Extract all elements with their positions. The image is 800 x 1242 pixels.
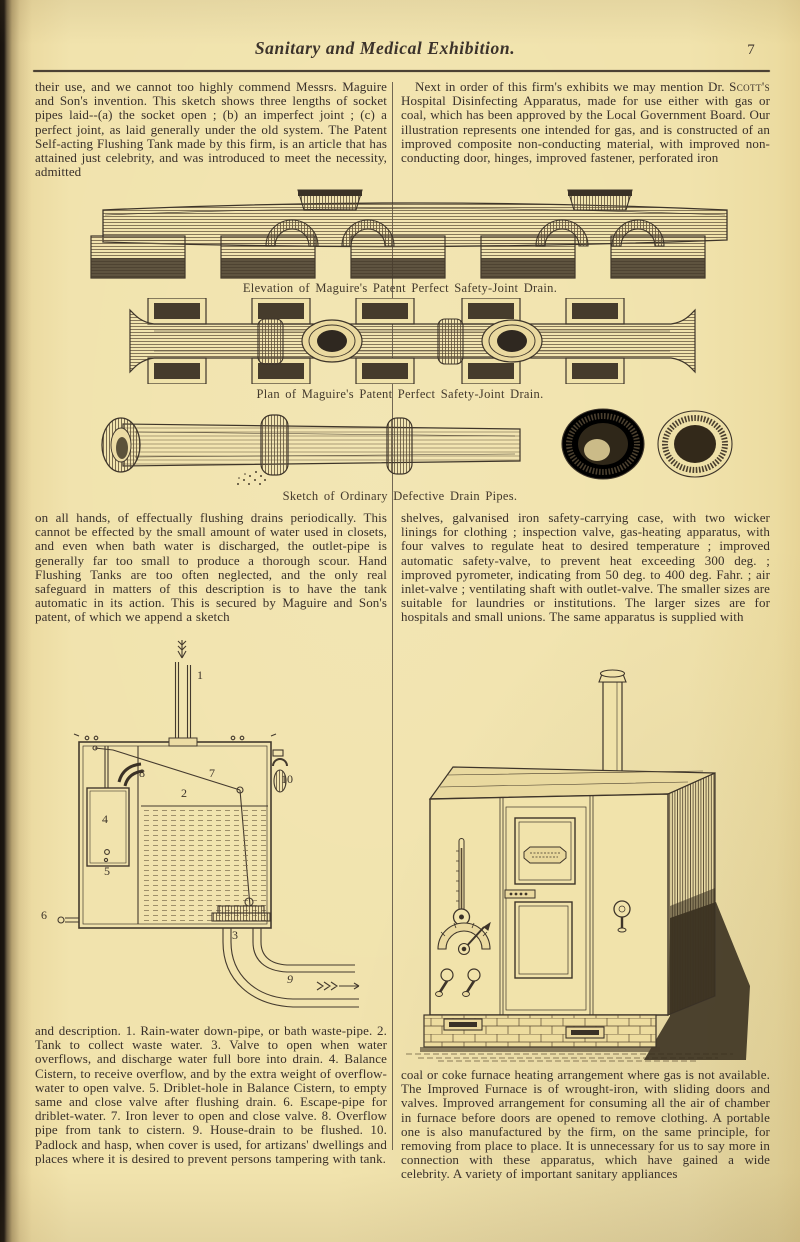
- outlet-valve: [211, 897, 271, 922]
- tank-label-7: 7: [209, 766, 215, 780]
- overflow-elbow: [117, 762, 144, 787]
- elevation-engraving: [90, 189, 728, 279]
- plan-engraving: [129, 298, 696, 384]
- tank-label-10: 10: [281, 772, 293, 786]
- tank-label-6: 6: [41, 908, 47, 922]
- header-rule: [33, 70, 770, 72]
- right-column-paragraph-2: shelves, galvanised iron safety-carrying…: [401, 510, 770, 625]
- gauge-dial-icon: [437, 921, 491, 956]
- tank-label-9: 9: [287, 972, 293, 986]
- socket-opening: [481, 319, 543, 363]
- base-blocks: [90, 235, 706, 279]
- joint-collar: [437, 318, 464, 365]
- left-column-paragraph-3: and description. 1. Rain-water down-pipe…: [35, 1023, 387, 1166]
- flow-arrow-icon: [316, 981, 360, 991]
- non-conducting-door: [504, 806, 587, 1011]
- left-column-paragraph-2: on all hands, of effectually flushing dr…: [35, 510, 387, 625]
- down-arrow-icon: [177, 640, 187, 659]
- joint-collar: [257, 318, 284, 365]
- tank-label-3: 3: [232, 928, 238, 942]
- joint-collar: [386, 417, 413, 475]
- tank-label-4: 4: [102, 812, 108, 826]
- gas-valve-handles: [435, 968, 481, 997]
- column-divider-rule: [392, 82, 394, 1150]
- padlock-icon: [272, 749, 288, 793]
- door-knob: [613, 900, 631, 933]
- joint-collar: [260, 414, 289, 476]
- pipe-end-ring: [101, 417, 141, 473]
- cabinet-front: [429, 793, 669, 1016]
- tank-label-2: 2: [181, 786, 187, 800]
- disinfecting-apparatus-engraving: [406, 669, 750, 1062]
- tank-label-8: 8: [139, 766, 145, 780]
- right-column-paragraph-3: coal or coke furnace heating arrangement…: [401, 1067, 770, 1182]
- pipe-cross-section: [657, 410, 733, 478]
- flushing-tank-diagram: [57, 640, 360, 1008]
- elevation-caption: Elevation of Maguire's Patent Perfect Sa…: [242, 281, 558, 295]
- paragraph-text: Hospital Disinfecting Apparatus, made fo…: [401, 93, 770, 166]
- brick-base: [420, 1014, 660, 1052]
- defective-pipes-sketch: [101, 408, 733, 485]
- paragraph-text: Next in order of this firm's exhibits we…: [415, 79, 730, 94]
- pyrometer-panel: [435, 838, 491, 997]
- tank-label-5: 5: [104, 864, 110, 878]
- top-socket-blocks: [147, 298, 625, 325]
- leak-spray: [237, 471, 266, 485]
- door-latch: [504, 889, 536, 899]
- safety-joint-saddles: [265, 189, 665, 247]
- tank-label-1: 1: [197, 668, 203, 682]
- ventilating-shaft: [598, 669, 627, 775]
- plan-caption: Plan of Maguire's Patent Perfect Safety-…: [256, 387, 544, 401]
- socket-opening: [301, 319, 363, 363]
- page-number: 7: [747, 42, 755, 58]
- bottom-socket-blocks: [147, 357, 625, 384]
- left-column-paragraph-1: their use, and we cannot too highly comm…: [35, 79, 387, 180]
- sketch-caption: Sketch of Ordinary Defective Drain Pipes…: [282, 489, 518, 503]
- scott-smallcaps: Scott's: [729, 79, 770, 94]
- right-column-paragraph-1: Next in order of this firm's exhibits we…: [401, 79, 770, 166]
- pipe-cross-section: [561, 408, 645, 480]
- pipe-body: [122, 423, 521, 467]
- running-head-title: Sanitary and Medical Exhibition.: [254, 38, 516, 58]
- nameplate: [523, 846, 567, 864]
